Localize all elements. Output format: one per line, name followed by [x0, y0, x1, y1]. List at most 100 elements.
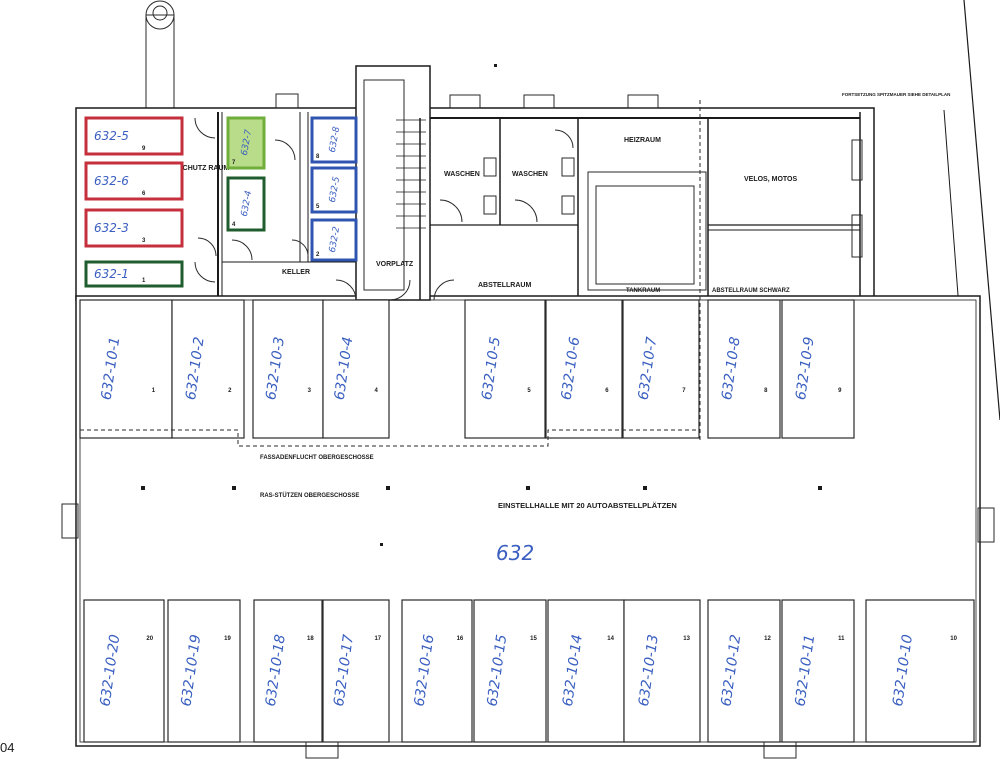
storage-unit-code: 632-7	[240, 129, 254, 157]
storage-unit: 632-5 5	[310, 166, 358, 214]
parking-bay-outline	[252, 299, 324, 439]
storage-unit-code: 632-8	[328, 126, 342, 154]
parking-bay-number: 4	[374, 388, 378, 394]
storage-unit-number: 4	[232, 222, 236, 228]
parking-bay-outline	[707, 299, 781, 439]
chimney	[145, 0, 175, 123]
building-number: 632	[496, 541, 534, 565]
parking-bay-outline	[322, 299, 390, 439]
storage-unit-number: 9	[142, 146, 146, 152]
room-label-tankraum: TANKRAUM	[626, 288, 660, 294]
storage-unit: 632-7 7	[226, 116, 266, 170]
parking-bay-number: 13	[683, 636, 690, 642]
room-label-vorplatz: VORPLATZ	[376, 261, 414, 268]
parking-bay-number: 6	[605, 388, 609, 394]
parking-bay-number: 3	[308, 388, 312, 394]
interior-walls	[194, 100, 863, 440]
parking-bay-number: 5	[527, 388, 531, 394]
room-labels: SCHUTZ RAUM KELLER VORPLATZ WASCHEN WASC…	[178, 137, 797, 294]
parking-bay-outline	[167, 599, 241, 743]
page-number: 04	[0, 740, 14, 755]
parking-bay-outline	[473, 599, 547, 743]
parking-bay-outline	[622, 299, 700, 439]
hall-label: EINSTELLHALLE MIT 20 AUTOABSTELLPLÄTZEN	[498, 501, 677, 510]
room-label-abstellraum: ABSTELLRAUM	[478, 282, 531, 289]
parking-bay-outline	[623, 599, 701, 743]
storage-unit-number: 7	[232, 160, 236, 166]
storage-unit-frame	[226, 116, 266, 170]
facade-line: FASSADENFLUCHT OBERGESCHOSSE	[80, 429, 700, 461]
room-label-velos-motos: VELOS, MOTOS	[744, 176, 797, 183]
parking-bay-number: 19	[224, 636, 231, 642]
parking-bay-outline	[171, 299, 245, 439]
storage-unit-number: 5	[316, 204, 320, 210]
storage-unit-frame	[310, 218, 358, 262]
storage-unit-frame	[84, 116, 184, 156]
storage-unit-number: 6	[142, 191, 146, 197]
storage-unit-code: 632-1	[94, 267, 129, 281]
parking-bay-outline	[545, 299, 623, 439]
parking-bay-number: 9	[838, 388, 842, 394]
header-note: FORTSETZUNG SPITZMAUER SIEHE DETAILPLAN	[842, 92, 950, 97]
parking-bay-outline	[707, 599, 781, 743]
room-label-schutzraum: SCHUTZ RAUM	[178, 165, 229, 172]
storage-unit: 632-22	[310, 218, 358, 262]
storage-unit-code: 632-3	[94, 221, 129, 235]
storage-unit: 632-8 8	[310, 116, 358, 164]
parking-bay-number: 12	[764, 636, 771, 642]
storage-unit: 632-44	[226, 176, 266, 232]
room-label-keller: KELLER	[282, 269, 310, 276]
parking-bay-number: 14	[607, 636, 614, 642]
parking-bay-number: 20	[146, 636, 153, 642]
storage-unit-code: 632-5	[94, 129, 129, 143]
parking-bay-number: 16	[457, 636, 464, 642]
parking-bay-number: 17	[374, 636, 381, 642]
storage-unit: 632-66	[84, 161, 184, 201]
parking-bay-number: 1	[152, 388, 156, 394]
storage-unit-number: 8	[316, 154, 320, 160]
storage-unit-code: 632-5	[328, 176, 342, 204]
parking-bay-outline	[781, 599, 855, 743]
parking-bay-outline	[781, 299, 855, 439]
parking-bay-outline	[401, 599, 473, 743]
columns-label: RAS-STÜTZEN OBERGESCHOSSE	[260, 492, 359, 499]
room-label-abstellraum-schwarz: ABSTELLRAUM SCHWARZ	[712, 288, 790, 294]
parking-bay-outline	[79, 299, 173, 439]
room-label-heizraum: HEIZRAUM	[624, 137, 661, 144]
parking-bay-outline	[865, 599, 975, 743]
room-label-waschen-1: WASCHEN	[444, 171, 480, 178]
parking-bay-number: 10	[950, 636, 957, 642]
column-markers	[141, 486, 822, 546]
parking-bay-outline	[253, 599, 323, 743]
storage-unit-frame	[84, 161, 184, 201]
parking-bay-number: 7	[682, 388, 686, 394]
parking-bay-number: 15	[530, 636, 537, 642]
storage-unit-frame	[226, 176, 266, 232]
facade-label: FASSADENFLUCHT OBERGESCHOSSE	[260, 455, 374, 461]
storage-unit-number: 3	[142, 238, 146, 244]
storage-unit: 632-5 9	[84, 116, 184, 156]
storage-unit: 632-3 3	[84, 208, 184, 248]
parking-bay-outline	[547, 599, 625, 743]
